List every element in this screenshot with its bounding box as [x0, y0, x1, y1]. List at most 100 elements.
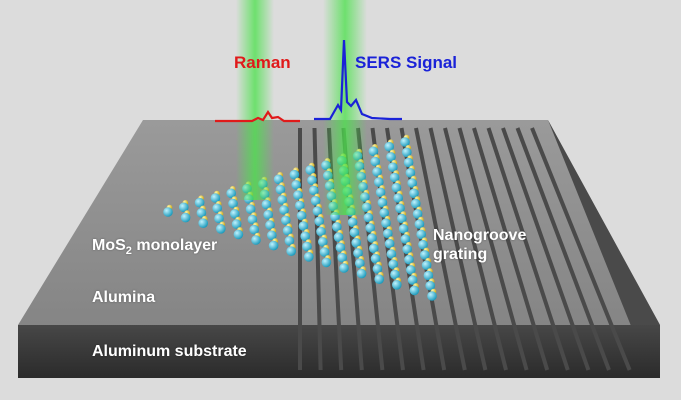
molybdenum-atom — [284, 236, 295, 246]
groove-line — [472, 127, 550, 371]
molybdenum-atom — [293, 190, 303, 200]
molybdenum-atom — [381, 218, 391, 228]
molybdenum-atom — [245, 204, 256, 214]
molybdenum-atom — [392, 280, 402, 290]
molybdenum-atom — [263, 210, 274, 220]
molybdenum-atom — [421, 260, 432, 271]
molybdenum-atom — [212, 203, 222, 214]
molybdenum-atom — [265, 220, 275, 230]
molybdenum-atom — [423, 270, 434, 281]
molybdenum-atom — [307, 175, 317, 186]
molybdenum-atom — [214, 213, 224, 224]
molybdenum-atom — [332, 222, 342, 232]
sers-spectrum-curve — [314, 39, 402, 121]
molybdenum-atom — [163, 207, 173, 217]
molybdenum-atom — [356, 268, 367, 279]
molybdenum-atom — [335, 242, 346, 253]
molybdenum-atom — [277, 195, 288, 205]
molybdenum-atom — [196, 208, 207, 218]
molybdenum-atom — [310, 196, 321, 206]
molybdenum-atom — [388, 259, 399, 270]
molybdenum-atom — [398, 224, 409, 234]
molybdenum-atom — [372, 264, 383, 274]
nanogroove-label-line1: Nanogroove — [433, 227, 527, 244]
molybdenum-atom — [400, 234, 411, 244]
molybdenum-atom — [418, 239, 428, 250]
nanogroove-label-line2: grating — [433, 246, 488, 263]
molybdenum-atom — [411, 198, 421, 209]
molybdenum-atom — [407, 275, 418, 285]
nanogroove-label: Nanogroove grating — [433, 226, 526, 264]
molybdenum-atom — [179, 202, 189, 213]
molybdenum-atom — [321, 257, 332, 268]
molybdenum-atom — [416, 229, 427, 240]
groove-line — [501, 127, 591, 371]
molybdenum-atom — [316, 226, 326, 237]
molybdenum-atom — [298, 221, 309, 231]
molybdenum-atom — [393, 193, 404, 203]
groove-line — [457, 127, 529, 371]
molybdenum-atom — [355, 258, 365, 269]
molybdenum-atom — [282, 225, 293, 236]
molybdenum-atom — [409, 285, 420, 296]
molybdenum-atom — [390, 269, 400, 280]
molybdenum-atom — [379, 208, 390, 218]
molybdenum-atom — [228, 198, 238, 209]
molybdenum-atom — [286, 246, 297, 256]
molybdenum-atom — [312, 206, 323, 216]
molybdenum-atom — [403, 157, 414, 168]
molybdenum-atom — [226, 188, 236, 199]
molybdenum-atom — [305, 165, 316, 175]
molybdenum-atom — [427, 291, 437, 301]
mos2-subscript: 2 — [125, 245, 132, 258]
molybdenum-atom — [406, 265, 416, 275]
molybdenum-atom — [275, 184, 286, 195]
molybdenum-atom — [281, 215, 291, 226]
groove-line — [428, 127, 488, 371]
molybdenum-atom — [386, 249, 397, 259]
molybdenum-atom — [402, 244, 413, 255]
molybdenum-atom — [304, 251, 314, 262]
molybdenum-atom — [349, 227, 360, 238]
molybdenum-atom — [374, 177, 384, 187]
molybdenum-atom — [337, 252, 348, 263]
molybdenum-atom — [339, 263, 349, 273]
molybdenum-atom — [363, 212, 374, 223]
molybdenum-atom — [404, 254, 414, 265]
molybdenum-atom — [279, 205, 289, 215]
molybdenum-atom — [374, 274, 385, 285]
molybdenum-atom — [375, 187, 386, 198]
groove-line — [414, 127, 467, 371]
molybdenum-atom — [216, 224, 226, 234]
molybdenum-atom — [309, 185, 319, 196]
molybdenum-atom — [402, 147, 412, 158]
molybdenum-atom — [407, 178, 418, 188]
molybdenum-atom — [333, 232, 344, 242]
molybdenum-atom — [261, 199, 272, 210]
molybdenum-atom — [353, 248, 363, 258]
molybdenum-atom — [391, 182, 402, 193]
molybdenum-atom — [198, 218, 208, 228]
molybdenum-atom — [384, 238, 395, 249]
groove-line — [312, 127, 323, 371]
groove-line — [530, 127, 632, 371]
molybdenum-atom — [302, 241, 312, 252]
mos2-suffix: monolayer — [131, 237, 218, 254]
molybdenum-atom — [231, 219, 242, 229]
molybdenum-atom — [420, 250, 430, 260]
molybdenum-atom — [372, 167, 382, 177]
groove-line — [515, 127, 611, 371]
molybdenum-atom — [291, 180, 302, 190]
groove-line — [486, 127, 570, 371]
mos2-prefix: MoS — [92, 237, 126, 254]
laser-beam-left — [236, 0, 274, 200]
molybdenum-atom — [405, 168, 416, 178]
molybdenum-atom — [412, 209, 423, 219]
molybdenum-atom — [409, 188, 419, 199]
molybdenum-atom — [389, 172, 400, 183]
molybdenum-atom — [268, 240, 279, 251]
raman-label: Raman — [234, 53, 291, 72]
molybdenum-atom — [251, 235, 261, 245]
molybdenum-atom — [295, 200, 305, 211]
